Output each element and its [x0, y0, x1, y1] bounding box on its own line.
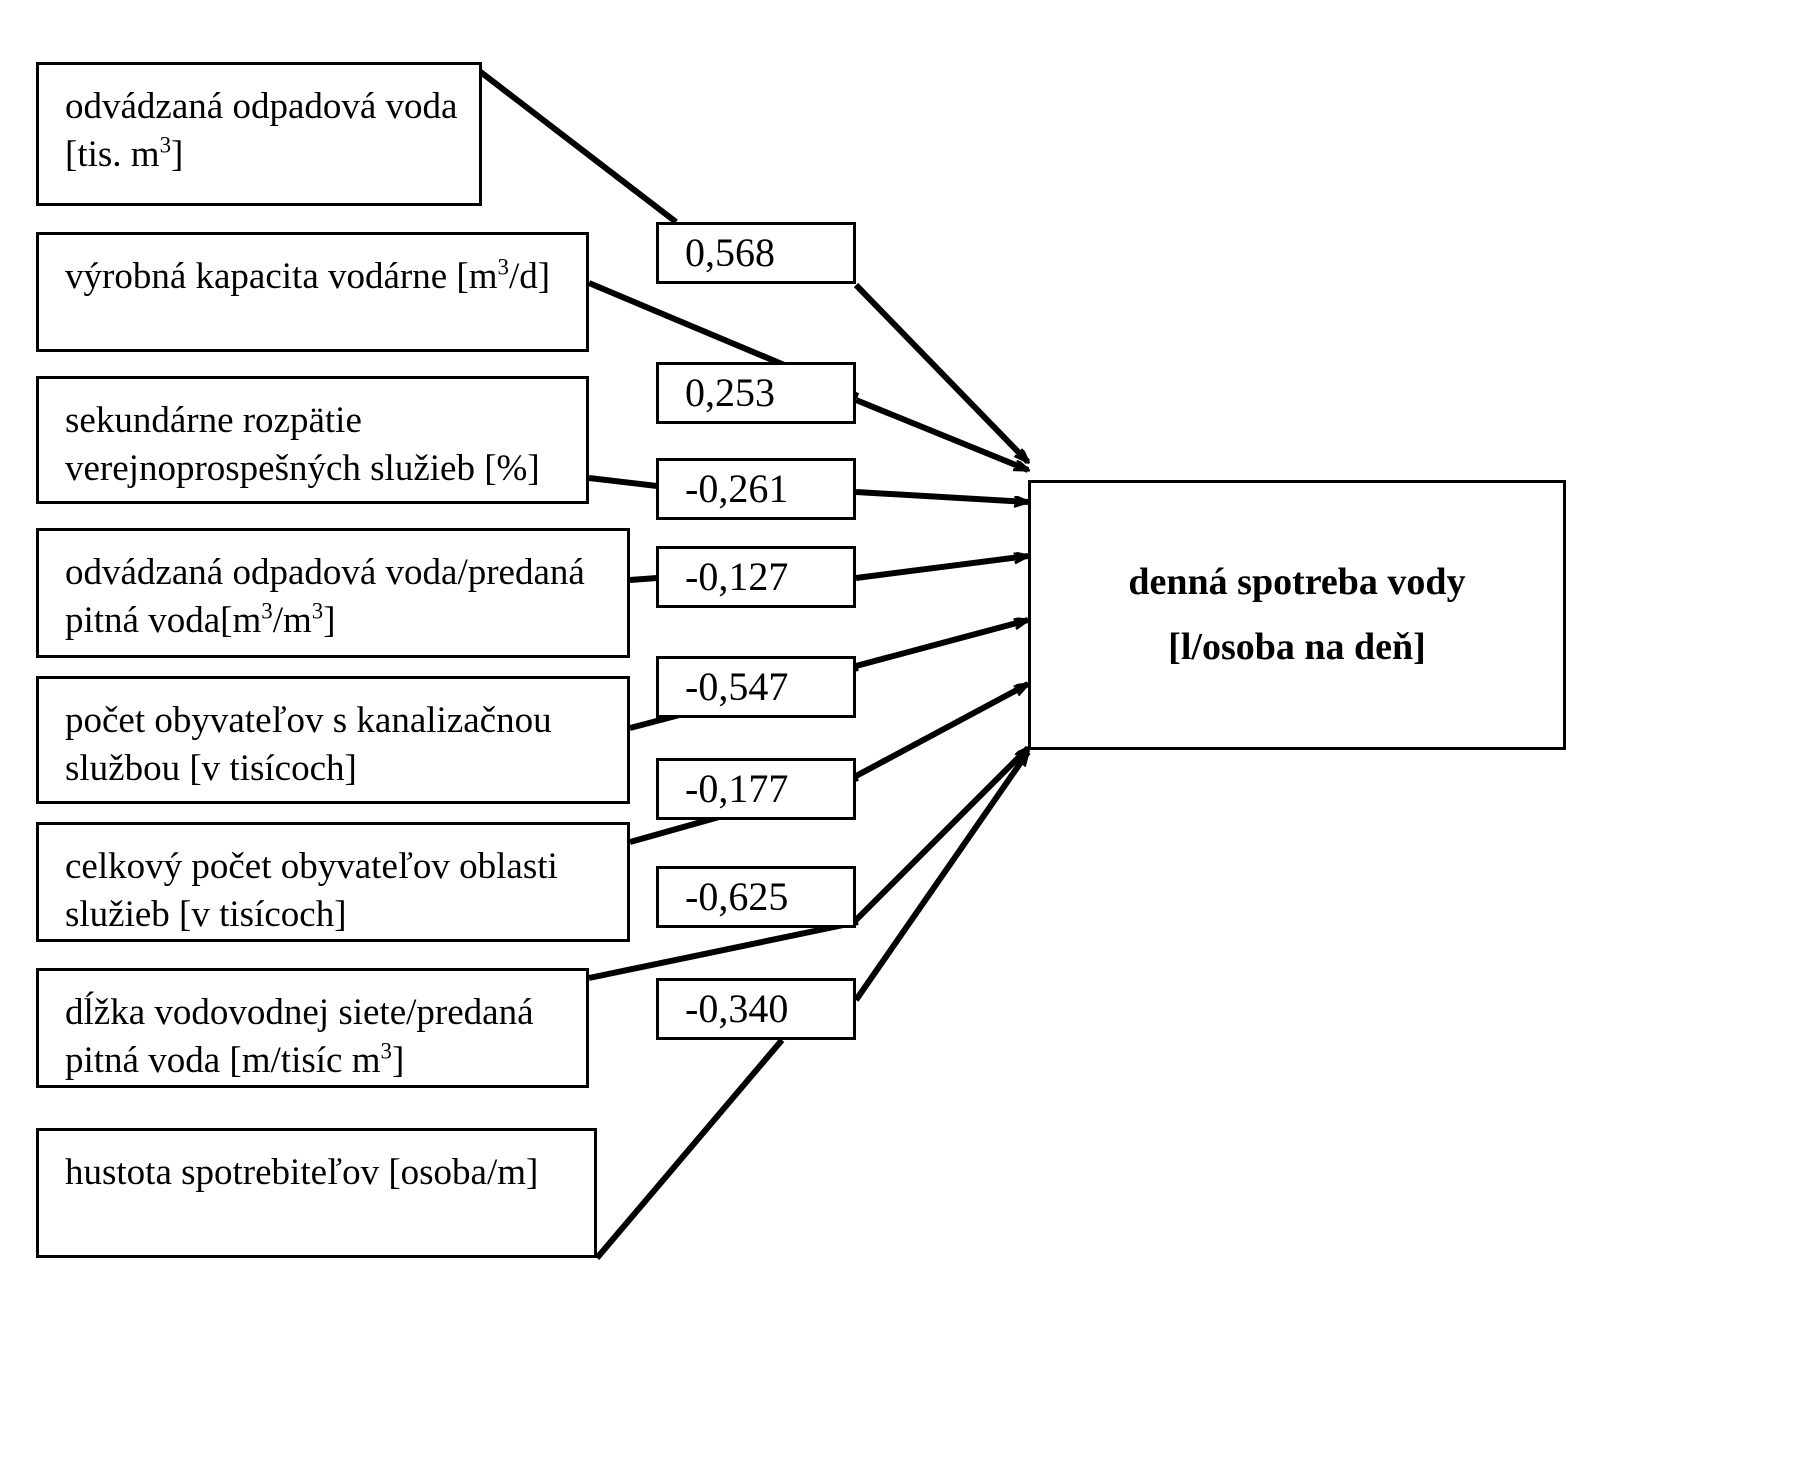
predictor-label: hustota spotrebiteľov [osoba/m] — [65, 1152, 539, 1193]
coefficient-label: -0,177 — [685, 766, 789, 811]
predictor-box-odvadzana-odpadova-voda[interactable]: odvádzaná odpadová voda[tis. m3] — [36, 62, 482, 206]
predictor-box-vyrobna-kapacita-vodarne[interactable]: výrobná kapacita vodárne [m3/d] — [36, 232, 589, 352]
coefficient-label: 0,568 — [685, 230, 775, 275]
edge-celkovy-pocet-obyvatelov-arrow — [854, 681, 1028, 779]
coefficient-box-odpadova-predana-pitna[interactable]: -0,127 — [656, 546, 856, 608]
coefficient-box-obyvatelia-kanalizacia[interactable]: -0,547 — [656, 656, 856, 718]
edge-sekundarne-rozpatie-arrow — [855, 489, 1028, 502]
coefficient-label: 0,253 — [685, 370, 775, 415]
coefficient-label: -0,547 — [685, 664, 789, 709]
edge-odvadzana-odpadova-voda-arrow — [853, 282, 1028, 462]
edge-sekundarne-rozpatie — [588, 475, 658, 489]
coefficient-box-hustota-spotrebitelov[interactable]: -0,340 — [656, 978, 856, 1040]
predictor-box-hustota-spotrebitelov[interactable]: hustota spotrebiteľov [osoba/m] — [36, 1128, 597, 1258]
edge-odpadova-predana-pitna-arrow — [855, 556, 1028, 581]
target-box-denna-spotreba-vody[interactable]: denná spotreba vody[l/osoba na deň] — [1028, 480, 1566, 750]
coefficient-box-sekundarne-rozpatie[interactable]: -0,261 — [656, 458, 856, 520]
edge-obyvatelia-kanalizacia-arrow — [855, 620, 1028, 669]
edge-hustota-spotrebitelov — [594, 1038, 785, 1260]
coefficient-box-celkovy-pocet-obyvatelov[interactable]: -0,177 — [656, 758, 856, 820]
predictor-label: odvádzaná odpadová voda[tis. m3] — [65, 86, 458, 176]
edge-vyrobna-kapacita-vodarne-arrow — [854, 397, 1028, 473]
predictor-label: výrobná kapacita vodárne [m3/d] — [65, 254, 551, 297]
edge-odvadzana-odpadova-voda — [476, 67, 678, 225]
edge-hustota-spotrebitelov-arrow — [853, 752, 1028, 1002]
coefficient-label: -0,261 — [685, 466, 789, 511]
edge-dlzka-vodovodnej-siete-arrow — [853, 748, 1028, 923]
coefficient-label: -0,625 — [685, 874, 789, 919]
coefficient-label: -0,127 — [685, 554, 789, 599]
coefficient-label: -0,340 — [685, 986, 789, 1031]
target-label: denná spotreba vody[l/osoba na deň] — [1128, 560, 1466, 668]
coefficient-box-dlzka-vodovodnej-siete[interactable]: -0,625 — [656, 866, 856, 928]
edge-odpadova-predana-pitna — [629, 575, 658, 583]
coefficient-box-odvadzana-odpadova-voda[interactable]: 0,568 — [656, 222, 856, 284]
coefficient-box-vyrobna-kapacita-vodarne[interactable]: 0,253 — [656, 362, 856, 424]
